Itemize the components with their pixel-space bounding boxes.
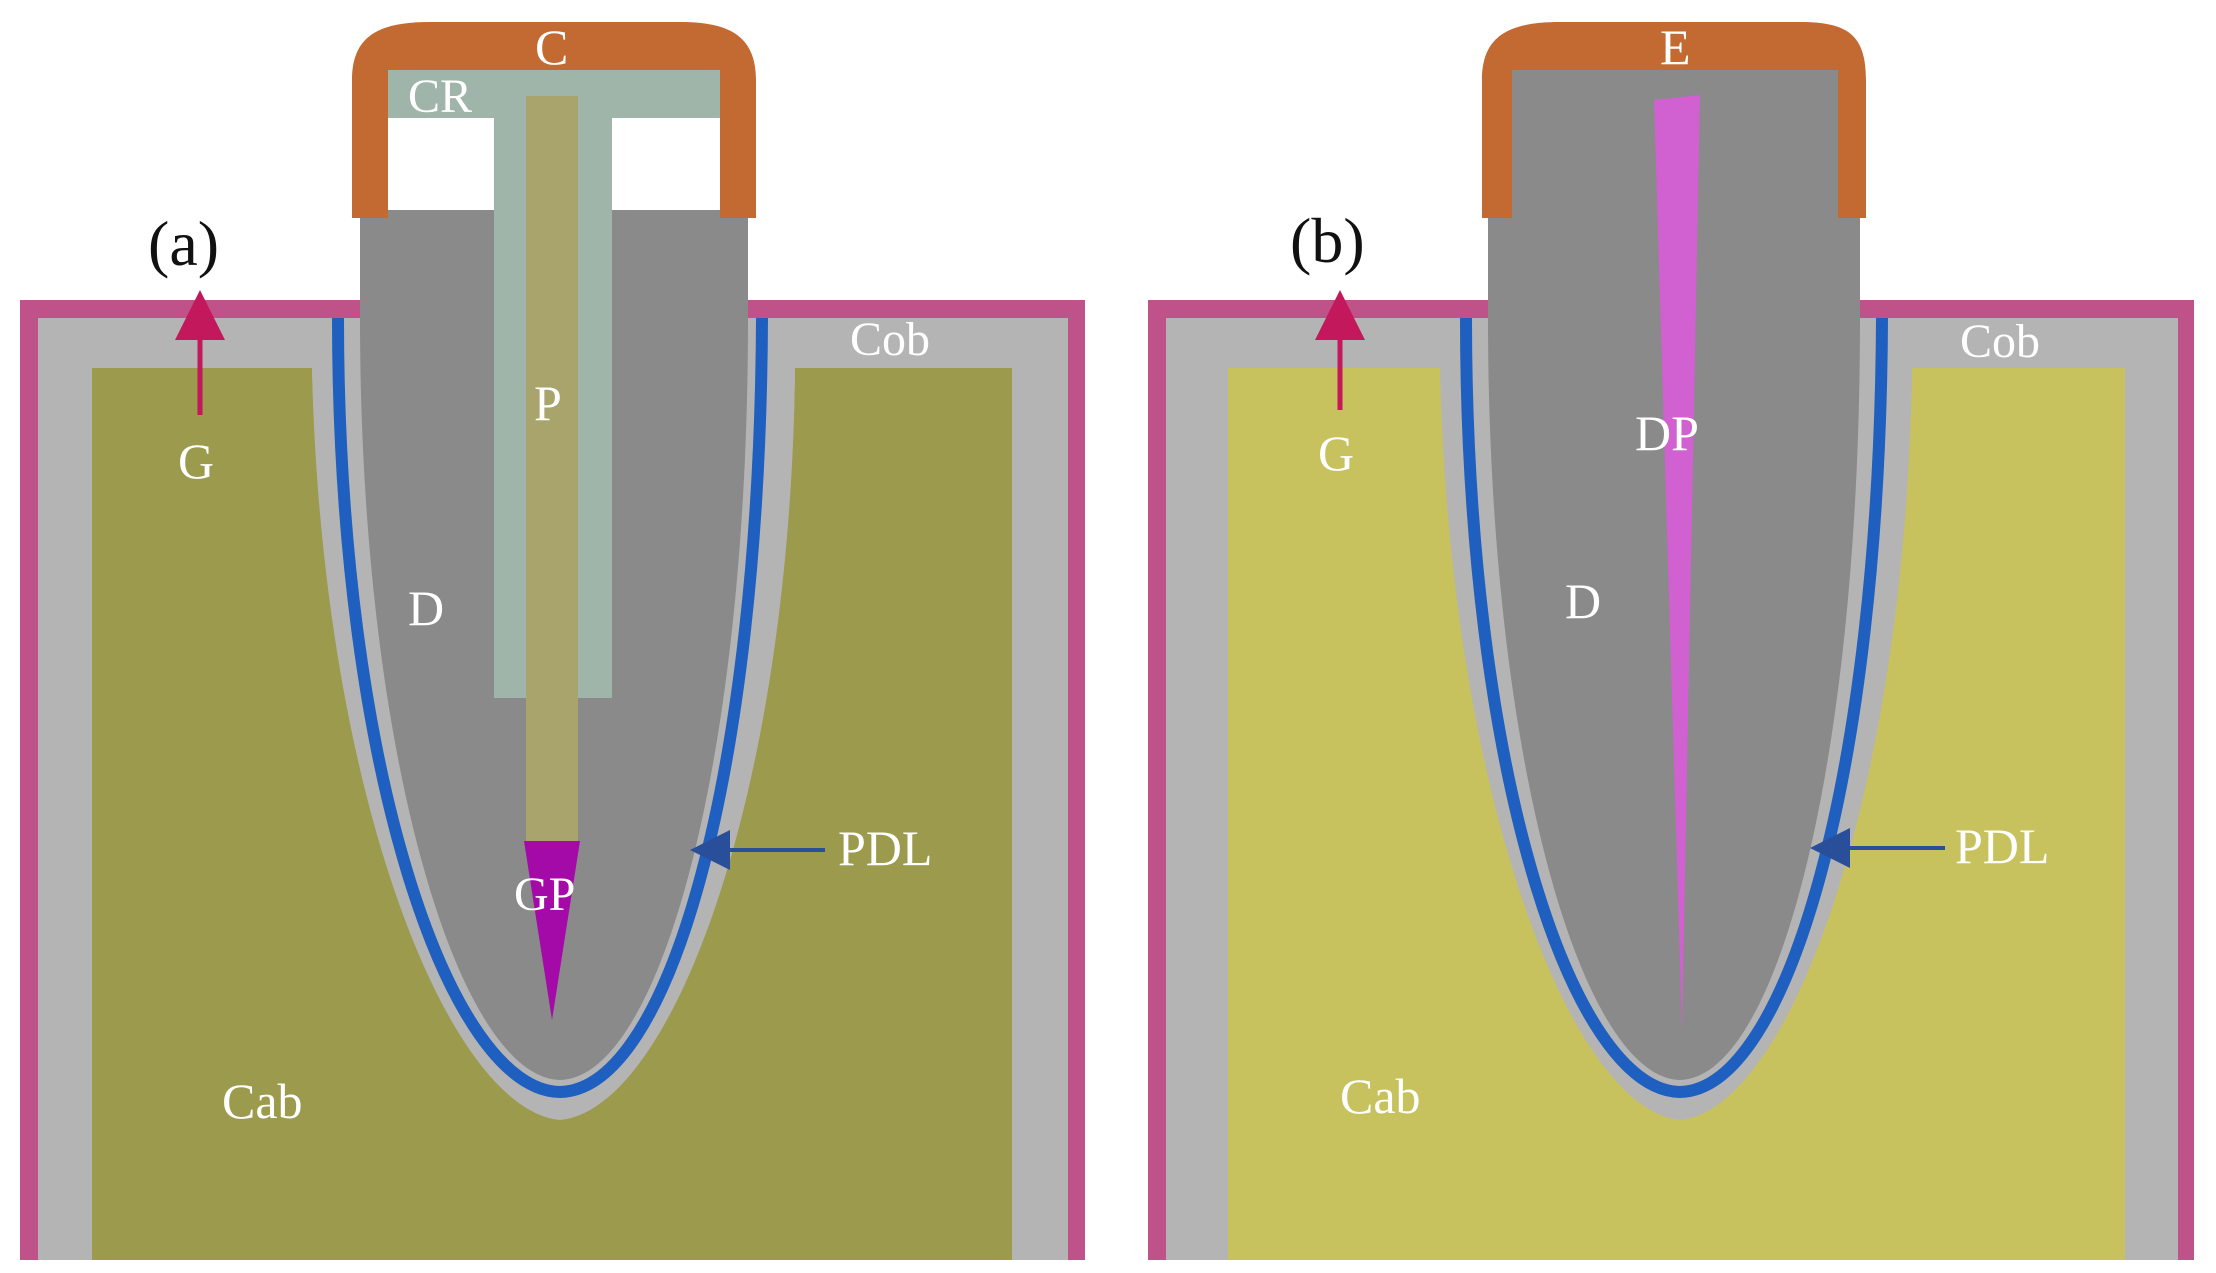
enamel-b	[1482, 22, 1866, 218]
pdl-b	[1460, 317, 1888, 1099]
panel-b: (b) E DP D G Cob Cab PDL	[1148, 19, 2194, 1260]
label-gp-a: GP	[514, 868, 575, 921]
cancellous-bone-b	[1228, 368, 2125, 1260]
label-gingiva-a: G	[178, 433, 214, 489]
label-pdl-a: PDL	[838, 820, 932, 876]
label-crown-a: C	[535, 19, 568, 75]
gutta-percha-a	[524, 841, 580, 1020]
cancellous-bone-a	[92, 368, 1012, 1260]
crown-a	[352, 22, 756, 218]
label-cab-a: Cab	[222, 1073, 303, 1129]
post-a	[526, 96, 578, 841]
label-pulp-b: DP	[1635, 405, 1699, 461]
label-core-a: CR	[408, 70, 472, 123]
label-cab-b: Cab	[1340, 1068, 1421, 1124]
label-dentin-b: D	[1565, 573, 1601, 629]
label-dentin-a: D	[408, 580, 444, 636]
label-cob-a: Cob	[850, 313, 930, 366]
dental-pulp-b	[1654, 95, 1700, 1030]
panel-a-tag: (a)	[148, 208, 219, 279]
label-enamel-b: E	[1660, 19, 1691, 75]
label-pdl-b: PDL	[1955, 818, 2049, 874]
label-post-a: P	[534, 375, 562, 431]
label-gingiva-b: G	[1318, 425, 1354, 481]
pdl-a	[332, 317, 768, 1099]
label-cob-b: Cob	[1960, 315, 2040, 368]
panel-b-tag: (b)	[1290, 205, 1365, 276]
panel-a: (a) C CR P D GP G Cob Cab PDL	[20, 19, 1085, 1260]
